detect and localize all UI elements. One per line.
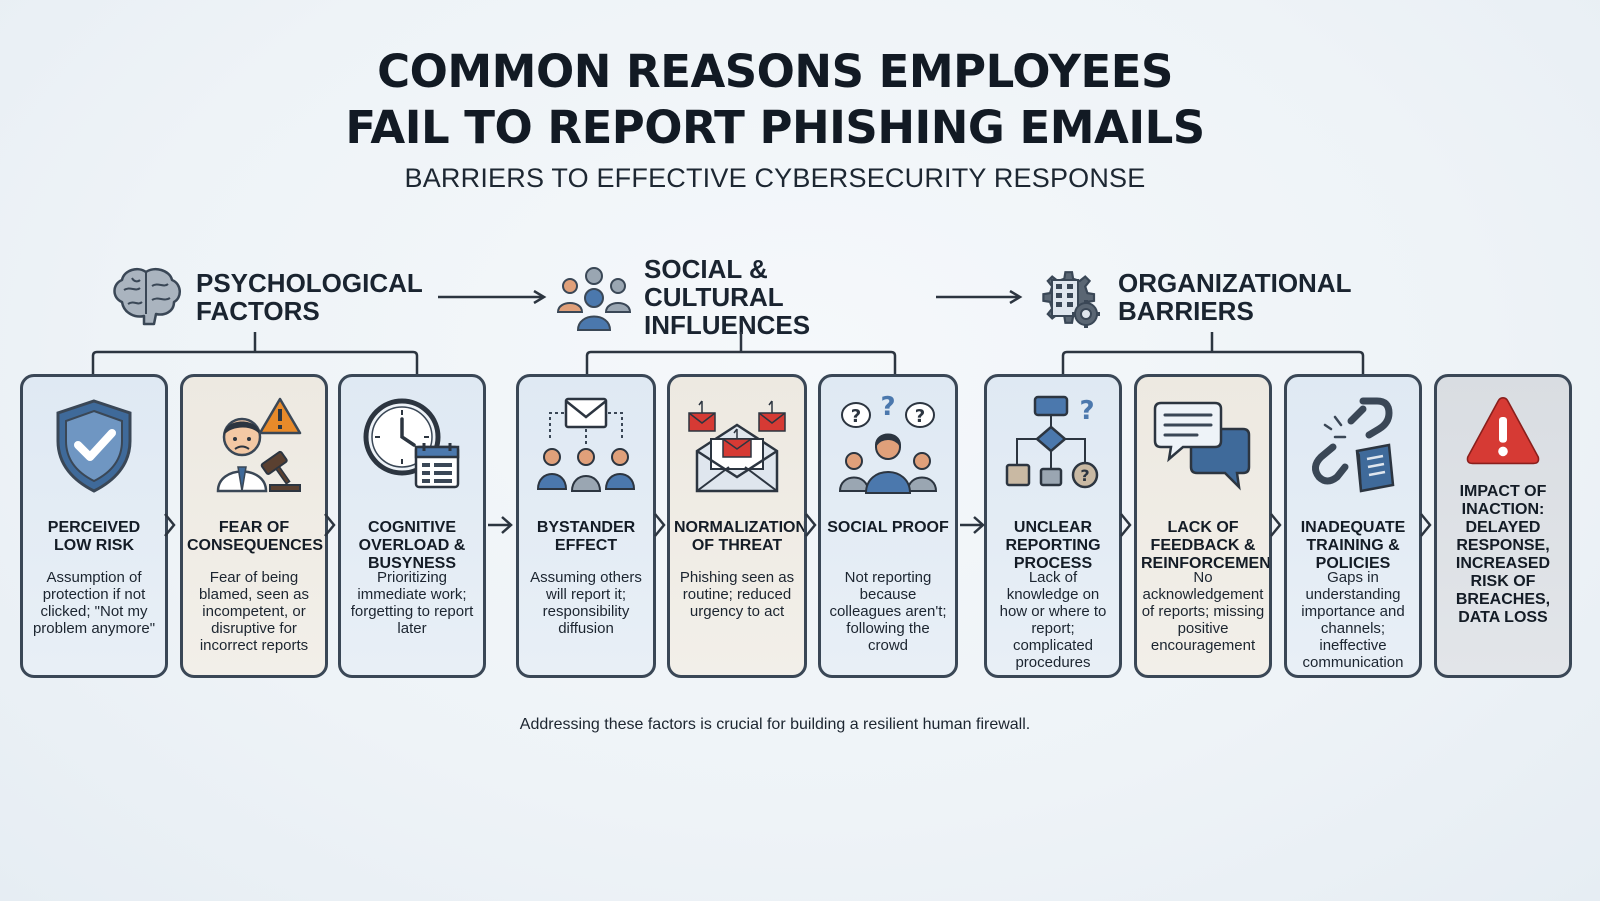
card-title: COGNITIVE OVERLOAD & BUSYNESS <box>358 519 466 572</box>
category-organizational: ORGANIZATIONAL BARRIERS <box>1030 262 1352 332</box>
card-lack-of-feedback: LACK OF FEEDBACK & REINFORCEMENT No ackn… <box>1134 374 1272 678</box>
card-description: Assuming others will report it; responsi… <box>530 569 642 637</box>
card-unclear-reporting-process: ? ? UNCLEAR REPORTING PROCESS Lack of kn… <box>984 374 1122 678</box>
chevron-right-icon <box>654 513 666 537</box>
arrow-right-icon <box>488 516 513 534</box>
category-arrow-1 <box>438 290 547 304</box>
bracket-organizational <box>1061 332 1365 374</box>
brain-icon <box>113 268 181 326</box>
svg-text:?: ? <box>1079 396 1094 426</box>
bracket-psychological <box>91 332 419 374</box>
card-title: FEAR OF CONSEQUENCES <box>187 519 324 554</box>
title-line-2: FAIL TO REPORT PHISHING EMAILS <box>345 101 1205 154</box>
svg-text:?: ? <box>851 406 861 427</box>
card-description: Not reporting because colleagues aren't;… <box>829 569 947 654</box>
svg-text:?: ? <box>1080 466 1089 485</box>
card-title: IMPACT OF INACTION: DELAYED RESPONSE, IN… <box>1455 483 1551 626</box>
shield-check-icon <box>56 399 132 493</box>
category-label-line-1: SOCIAL & CULTURAL <box>644 254 784 312</box>
card-impact-of-inaction: IMPACT OF INACTION: DELAYED RESPONSE, IN… <box>1434 374 1572 678</box>
card-title: LACK OF FEEDBACK & REINFORCEMENT <box>1141 519 1272 572</box>
card-description: No acknowledgement of reports; missing p… <box>1141 569 1265 654</box>
category-social: SOCIAL & CULTURAL INFLUENCES <box>556 255 874 339</box>
svg-text:?: ? <box>880 395 895 422</box>
question-crowd-icon: ? ? ? <box>838 395 938 494</box>
chevron-right-icon <box>1420 513 1432 537</box>
warning-triangle-icon <box>1466 396 1540 465</box>
card-title: UNCLEAR REPORTING PROCESS <box>1005 519 1101 572</box>
category-label-line-2: INFLUENCES <box>644 310 811 340</box>
card-description: Assumption of protection if not clicked;… <box>32 569 156 637</box>
category-label-line-2: FACTORS <box>196 296 320 326</box>
card-perceived-low-risk: PERCEIVED LOW RISK Assumption of protect… <box>20 374 168 678</box>
worried-person-gavel-icon <box>216 397 302 493</box>
chat-bubbles-icon <box>1153 401 1251 491</box>
svg-text:?: ? <box>915 406 925 427</box>
arrow-right-icon <box>960 516 985 534</box>
bracket-social <box>585 332 897 374</box>
card-title: NORMALIZATION OF THREAT <box>674 519 807 554</box>
clock-calendar-icon <box>363 398 460 489</box>
people-group-icon <box>556 267 632 331</box>
card-social-proof: ? ? ? SOCIAL PROOF Not reporting because… <box>818 374 958 678</box>
chevron-right-icon <box>164 513 176 537</box>
card-title: INADEQUATE TRAINING & POLICIES <box>1300 519 1406 572</box>
envelope-bystanders-icon <box>536 397 636 492</box>
flowchart-question-icon: ? ? <box>1005 395 1099 489</box>
card-title: PERCEIVED LOW RISK <box>47 519 141 554</box>
chevron-right-icon <box>1270 513 1282 537</box>
card-description: Prioritizing immediate work; forgetting … <box>350 569 474 637</box>
card-inadequate-training: INADEQUATE TRAINING & POLICIES Gaps in u… <box>1284 374 1422 678</box>
footer-note: Addressing these factors is crucial for … <box>519 716 1031 733</box>
card-normalization-of-threat: NORMALIZATION OF THREAT Phishing seen as… <box>667 374 807 678</box>
card-cognitive-overload: COGNITIVE OVERLOAD & BUSYNESS Prioritizi… <box>338 374 486 678</box>
card-bystander-effect: BYSTANDER EFFECT Assuming others will re… <box>516 374 656 678</box>
category-label-line-2: BARRIERS <box>1118 296 1254 326</box>
card-fear-of-consequences: FEAR OF CONSEQUENCES Fear of being blame… <box>180 374 328 678</box>
card-description: Lack of knowledge on how or where to rep… <box>999 569 1107 671</box>
page-subtitle: BARRIERS TO EFFECTIVE CYBERSECURITY RESP… <box>404 163 1146 193</box>
category-arrow-2 <box>936 290 1023 304</box>
card-description: Fear of being blamed, seen as incompeten… <box>198 569 310 654</box>
category-psychological: PSYCHOLOGICAL FACTORS <box>108 262 426 332</box>
card-description: Gaps in understanding importance and cha… <box>1301 569 1405 671</box>
broken-chain-book-icon <box>1312 397 1395 493</box>
card-description: Phishing seen as routine; reduced urgenc… <box>679 569 795 620</box>
chevron-right-icon <box>1120 513 1132 537</box>
category-label-line-1: PSYCHOLOGICAL <box>196 268 423 298</box>
title-line-1: COMMON REASONS EMPLOYEES <box>377 45 1173 98</box>
phishing-envelopes-icon <box>688 400 786 493</box>
chevron-right-icon <box>805 513 817 537</box>
page-title: COMMON REASONS EMPLOYEES FAIL TO REPORT … <box>0 44 1550 156</box>
chevron-right-icon <box>324 513 336 537</box>
building-gear-icon <box>1042 271 1100 328</box>
card-title: BYSTANDER EFFECT <box>536 519 636 554</box>
card-title: SOCIAL PROOF <box>827 519 949 536</box>
category-label-line-1: ORGANIZATIONAL <box>1118 268 1352 298</box>
